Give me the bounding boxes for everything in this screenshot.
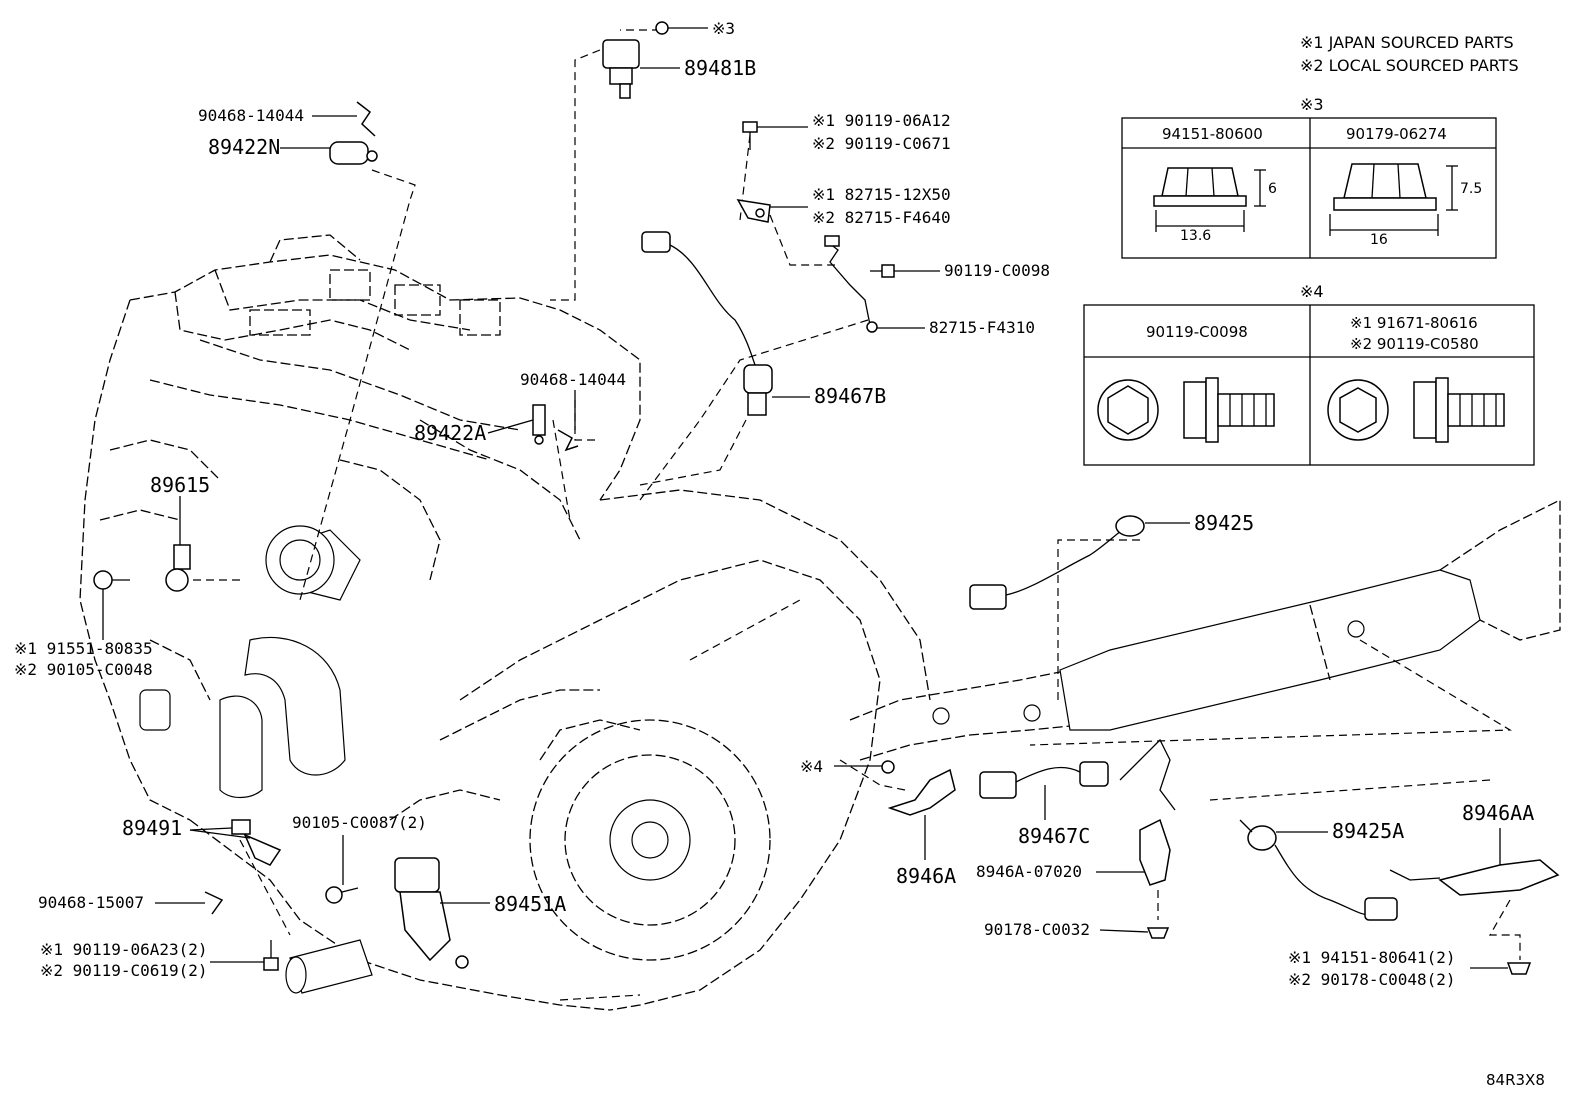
clip-90468-15007[interactable] bbox=[204, 891, 224, 915]
label-94151-80641[interactable]: ※1 94151-80641(2) bbox=[1288, 948, 1456, 967]
label-90119-C0619[interactable]: ※2 90119-C0619(2) bbox=[40, 961, 208, 980]
sensor-89451A[interactable] bbox=[394, 857, 469, 969]
label-89491[interactable]: 89491 bbox=[122, 816, 182, 840]
label-mark-4: ※4 bbox=[800, 757, 823, 776]
label-90178-C0048[interactable]: ※2 90178-C0048(2) bbox=[1288, 970, 1456, 989]
bolt-90119-C0098[interactable] bbox=[870, 264, 895, 278]
bracket-8946AA[interactable] bbox=[1389, 859, 1560, 896]
table4-col1-part[interactable]: 90119-C0098 bbox=[1146, 323, 1248, 341]
sensor-89481B[interactable] bbox=[602, 21, 669, 99]
table-mark-3: ※3 94151-80600 90179-06274 13.6 6 bbox=[1121, 95, 1497, 259]
label-90105-C0087[interactable]: 90105-C0087(2) bbox=[292, 813, 427, 832]
exhaust-pipe-drawing bbox=[849, 498, 1561, 761]
label-8946A-07020[interactable]: 8946A-07020 bbox=[976, 862, 1082, 881]
table4-mark: ※4 bbox=[1300, 282, 1324, 301]
label-8946A[interactable]: 8946A bbox=[896, 864, 956, 888]
clip-90468-14044[interactable] bbox=[356, 101, 376, 137]
label-8946AA[interactable]: 8946AA bbox=[1462, 801, 1534, 825]
hex-flange-nut-icon bbox=[1153, 167, 1266, 232]
bolt-91551-80835[interactable] bbox=[93, 570, 130, 590]
figure-code: 84R3X8 bbox=[1486, 1071, 1545, 1089]
sensor-89422A[interactable] bbox=[532, 404, 546, 445]
table3-mark: ※3 bbox=[1300, 95, 1324, 114]
table3-dim2-height: 7.5 bbox=[1460, 181, 1482, 197]
sensor-89422N[interactable] bbox=[329, 141, 378, 165]
table3-col1-part[interactable]: 94151-80600 bbox=[1162, 125, 1263, 143]
label-89422A[interactable]: 89422A bbox=[414, 421, 486, 445]
table-mark-4: ※4 90119-C0098 ※1 91671-80616 ※2 90119-C… bbox=[1083, 282, 1535, 466]
table4-col2-part-local[interactable]: ※2 90119-C0580 bbox=[1350, 335, 1479, 353]
source-legend: ※1 JAPAN SOURCED PARTS ※2 LOCAL SOURCED … bbox=[1300, 33, 1519, 75]
legend-japan-sourced: ※1 JAPAN SOURCED PARTS bbox=[1300, 33, 1514, 52]
label-90105-C0048[interactable]: ※2 90105-C0048 bbox=[14, 660, 153, 679]
sensor-89467B[interactable] bbox=[641, 231, 773, 416]
bracket-8946A-07020[interactable] bbox=[1119, 738, 1176, 886]
engine-assembly-drawing bbox=[79, 234, 931, 1011]
bolt-90119-06A12[interactable] bbox=[742, 121, 758, 150]
bracket-8946A[interactable] bbox=[881, 760, 956, 816]
sensor-89425[interactable] bbox=[969, 515, 1145, 610]
label-90468-15007[interactable]: 90468-15007 bbox=[38, 893, 144, 912]
bolt-90105-C0087[interactable] bbox=[325, 886, 359, 904]
label-89425A[interactable]: 89425A bbox=[1332, 819, 1404, 843]
label-89451A[interactable]: 89451A bbox=[494, 892, 566, 916]
label-89422N[interactable]: 89422N bbox=[208, 135, 280, 159]
table3-dim1-width: 13.6 bbox=[1180, 228, 1211, 244]
bolt-90119-06A23[interactable] bbox=[263, 940, 279, 971]
part-labels: 89481B ※3 90468-14044 89422N ※1 90119-06… bbox=[14, 19, 1545, 1089]
label-89481B[interactable]: 89481B bbox=[684, 56, 756, 80]
clip-90468-14044-mid[interactable] bbox=[557, 429, 579, 452]
table4-col2-part-japan[interactable]: ※1 91671-80616 bbox=[1350, 314, 1478, 332]
flange-bolt-hex-icon bbox=[1097, 377, 1275, 443]
assembly-leader-lines bbox=[180, 29, 1521, 1001]
label-82715-12X50[interactable]: ※1 82715-12X50 bbox=[812, 185, 951, 204]
sensor-89467C[interactable] bbox=[979, 761, 1109, 799]
sensor-89491[interactable] bbox=[231, 819, 282, 866]
table3-dim2-width: 16 bbox=[1370, 232, 1388, 248]
nut-94151-80641[interactable] bbox=[1506, 962, 1532, 975]
legend-local-sourced: ※2 LOCAL SOURCED PARTS bbox=[1300, 56, 1519, 75]
knock-sensor-89615[interactable] bbox=[165, 544, 191, 592]
label-mark-3: ※3 bbox=[712, 19, 735, 38]
label-90119-C0098[interactable]: 90119-C0098 bbox=[944, 261, 1050, 280]
wire-clip-82715-F4310[interactable] bbox=[824, 235, 878, 333]
hex-flange-nut-large-icon bbox=[1329, 163, 1458, 236]
label-90119-06A12[interactable]: ※1 90119-06A12 bbox=[812, 111, 951, 130]
bracket-82715-12X50[interactable] bbox=[736, 199, 771, 223]
label-89425[interactable]: 89425 bbox=[1194, 511, 1254, 535]
label-82715-F4640[interactable]: ※2 82715-F4640 bbox=[812, 208, 951, 227]
label-90119-C0671[interactable]: ※2 90119-C0671 bbox=[812, 134, 951, 153]
table3-col2-part[interactable]: 90179-06274 bbox=[1346, 125, 1447, 143]
sensor-89425A[interactable] bbox=[1239, 819, 1398, 921]
label-89615[interactable]: 89615 bbox=[150, 473, 210, 497]
nut-90178-C0032[interactable] bbox=[1146, 927, 1170, 939]
label-82715-F4310[interactable]: 82715-F4310 bbox=[929, 318, 1035, 337]
table3-dim1-height: 6 bbox=[1268, 181, 1277, 197]
label-91551-80835[interactable]: ※1 91551-80835 bbox=[14, 639, 153, 658]
label-leaders bbox=[102, 27, 1508, 969]
label-90178-C0032[interactable]: 90178-C0032 bbox=[984, 920, 1090, 939]
label-89467B[interactable]: 89467B bbox=[814, 384, 886, 408]
label-89467C[interactable]: 89467C bbox=[1018, 824, 1090, 848]
flange-bolt-hex-2-icon bbox=[1327, 377, 1505, 443]
label-90468-14044[interactable]: 90468-14044 bbox=[198, 106, 304, 125]
label-90119-06A23[interactable]: ※1 90119-06A23(2) bbox=[40, 940, 208, 959]
label-90468-14044-mid[interactable]: 90468-14044 bbox=[520, 370, 626, 389]
